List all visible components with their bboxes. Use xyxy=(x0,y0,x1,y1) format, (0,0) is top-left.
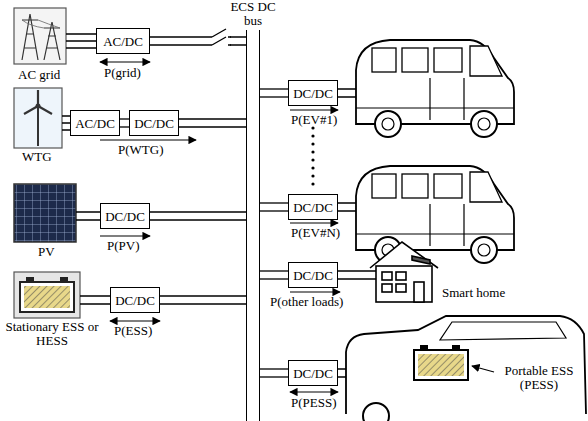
car-icon xyxy=(346,316,586,421)
dc-wires xyxy=(336,89,356,97)
dc-bus: ECS DC bus xyxy=(246,30,260,421)
converter-label: DC/DC xyxy=(293,366,333,381)
bus-label: ECS DC bus xyxy=(230,0,276,28)
caption-label: P(WTG) xyxy=(118,143,164,157)
converter-label: DC/DC xyxy=(293,200,333,215)
ellipsis-dots xyxy=(311,126,314,185)
converter-box: DC/DC xyxy=(288,194,338,220)
grid-icon xyxy=(14,8,66,64)
dc-wires xyxy=(336,203,356,211)
battery-icon xyxy=(14,272,80,318)
converter-box: AC/DC xyxy=(96,28,150,54)
caption-label: P(other loads) xyxy=(270,295,343,309)
caption-label: P(ESS) xyxy=(114,324,152,338)
caption-label: P(EV#N) xyxy=(291,226,340,240)
converter-label: AC/DC xyxy=(75,116,115,131)
ac-wires xyxy=(66,34,96,48)
caption-label: P(PESS) xyxy=(291,396,337,410)
dc-wires xyxy=(336,271,376,279)
dc-link xyxy=(160,296,246,304)
converter-label: DC/DC xyxy=(105,209,145,224)
caption-label: Portable ESS (PESS) xyxy=(496,364,582,392)
wind-turbine-icon xyxy=(14,88,62,148)
converter-label: DC/DC xyxy=(134,116,174,131)
converter-box: DC/DC xyxy=(288,360,338,386)
ev-icon xyxy=(356,166,514,263)
converter-box: AC/DC xyxy=(70,110,120,136)
dc-link xyxy=(179,119,246,127)
leader-arrow xyxy=(472,366,494,372)
converter-label: AC/DC xyxy=(103,34,143,49)
caption-label: P(PV) xyxy=(107,239,140,253)
converter-label: DC/DC xyxy=(293,86,333,101)
converter-box: DC/DC xyxy=(110,287,160,313)
converter-box: DC/DC xyxy=(129,110,179,136)
caption-label: Stationary ESS or HESS xyxy=(2,320,102,348)
dc-link xyxy=(260,203,288,211)
dc-link xyxy=(260,369,288,377)
ev-icon xyxy=(356,40,514,137)
converter-box: DC/DC xyxy=(288,262,338,288)
caption-label: P(grid) xyxy=(104,66,141,80)
caption-label: P(EV#1) xyxy=(291,113,337,127)
caption-label: WTG xyxy=(22,150,52,164)
house-icon xyxy=(370,242,438,302)
dc-link xyxy=(260,271,288,279)
switch-symbol xyxy=(212,28,231,50)
dc-link xyxy=(150,37,246,45)
dc-link xyxy=(120,119,129,127)
converter-label: DC/DC xyxy=(115,293,155,308)
caption-label: PV xyxy=(38,245,55,259)
converter-label: DC/DC xyxy=(293,268,333,283)
caption-label: Smart home xyxy=(441,286,506,300)
pv-panel-icon xyxy=(14,184,76,242)
converter-box: DC/DC xyxy=(100,203,150,229)
caption-label: AC grid xyxy=(18,68,60,82)
converter-box: DC/DC xyxy=(288,80,338,106)
dc-link xyxy=(260,89,288,97)
dc-wires xyxy=(80,296,110,304)
power-arrow xyxy=(100,62,340,392)
dc-wires xyxy=(76,212,100,220)
dc-link xyxy=(150,212,246,220)
